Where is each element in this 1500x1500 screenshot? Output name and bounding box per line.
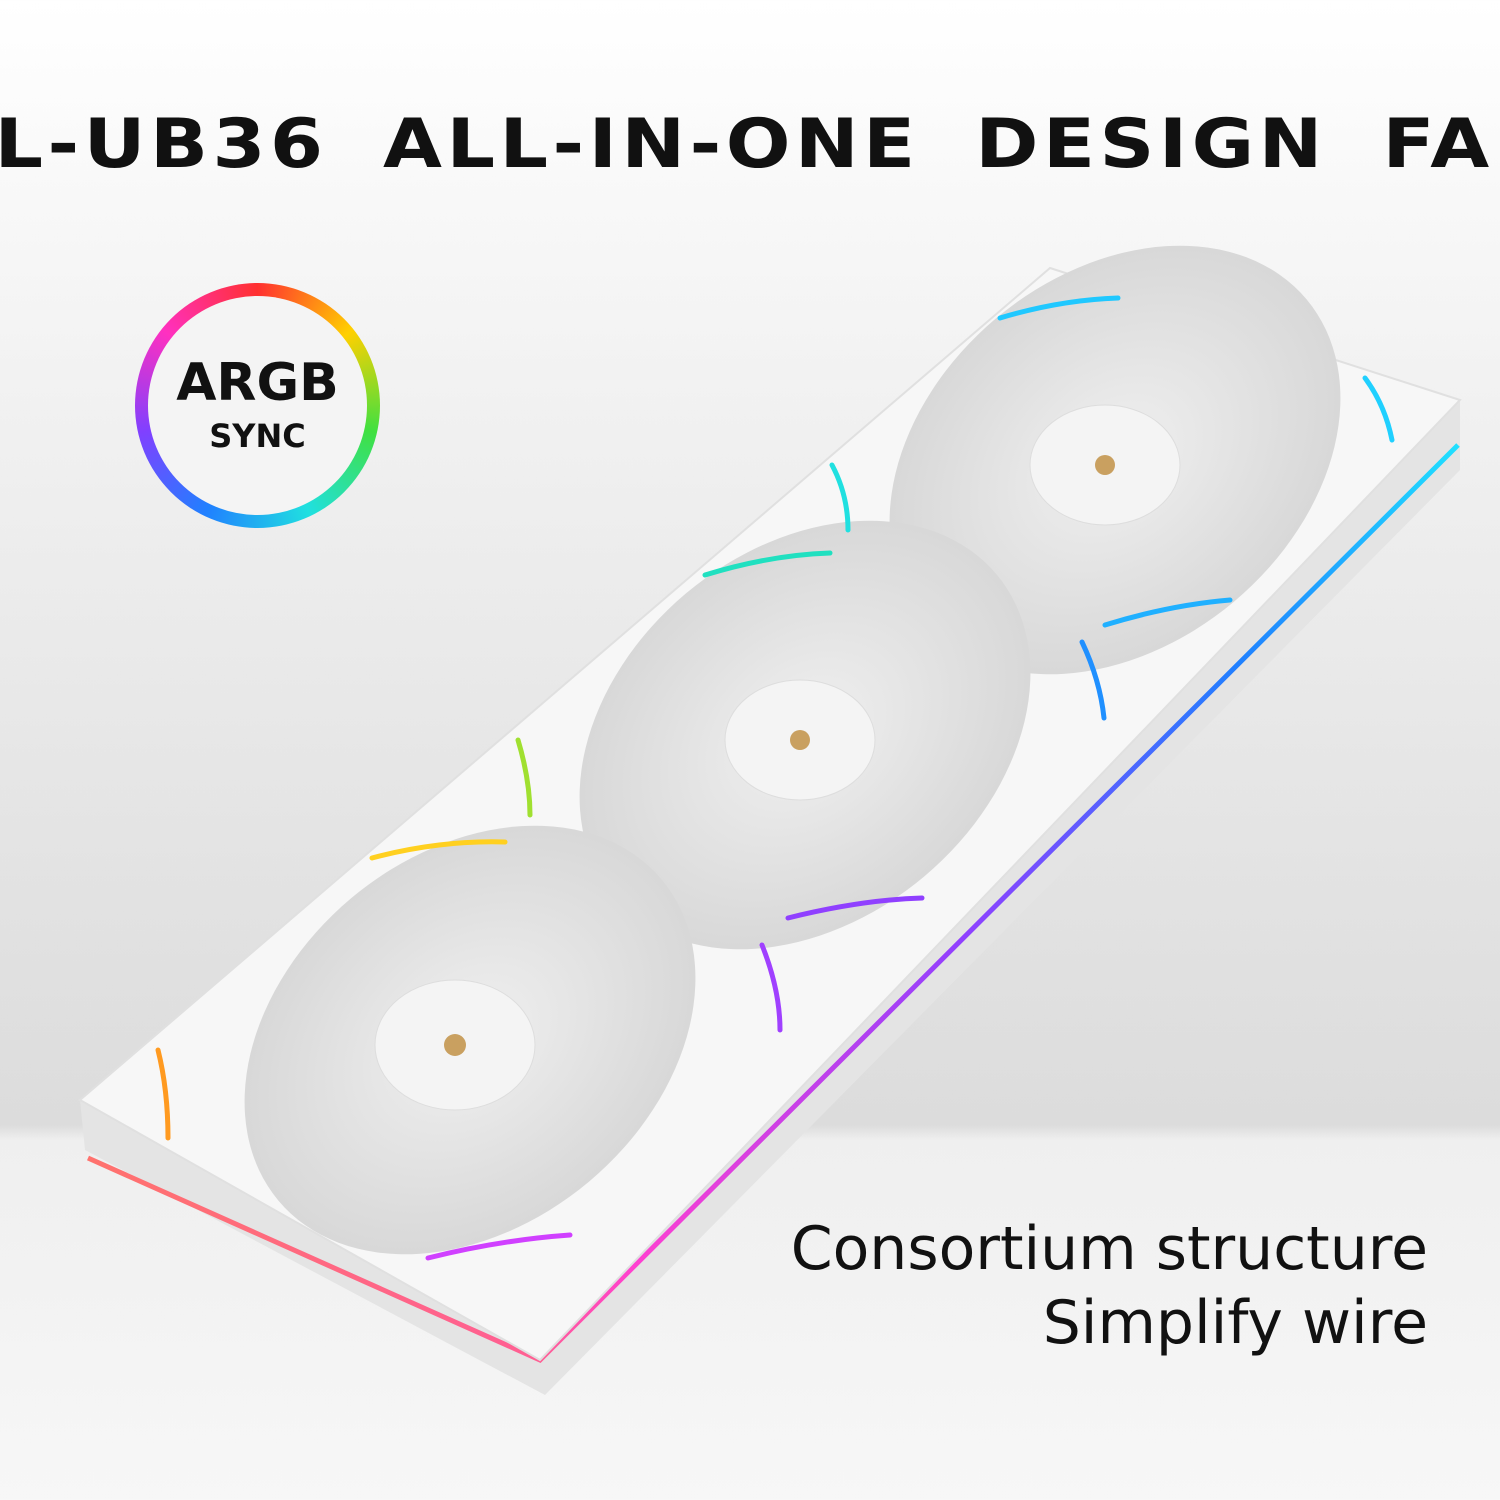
rgb-accents — [155, 295, 1395, 1261]
feature-caption: Consortium structure Simplify wire — [791, 1212, 1428, 1360]
caption-line-2: Simplify wire — [1042, 1288, 1428, 1358]
badge-sync-label: SYNC — [209, 416, 306, 455]
badge-argb-label: ARGB — [176, 352, 339, 413]
fan-units — [244, 245, 1341, 1255]
fan-3 — [244, 825, 696, 1255]
page-title: TL-UB36 ALL-IN-ONE DESIGN FAN — [0, 105, 1500, 184]
fan-2 — [579, 520, 1031, 950]
argb-sync-badge: ARGB SYNC — [135, 283, 380, 528]
caption-line-1: Consortium structure — [790, 1214, 1428, 1284]
fan-1 — [889, 245, 1341, 675]
